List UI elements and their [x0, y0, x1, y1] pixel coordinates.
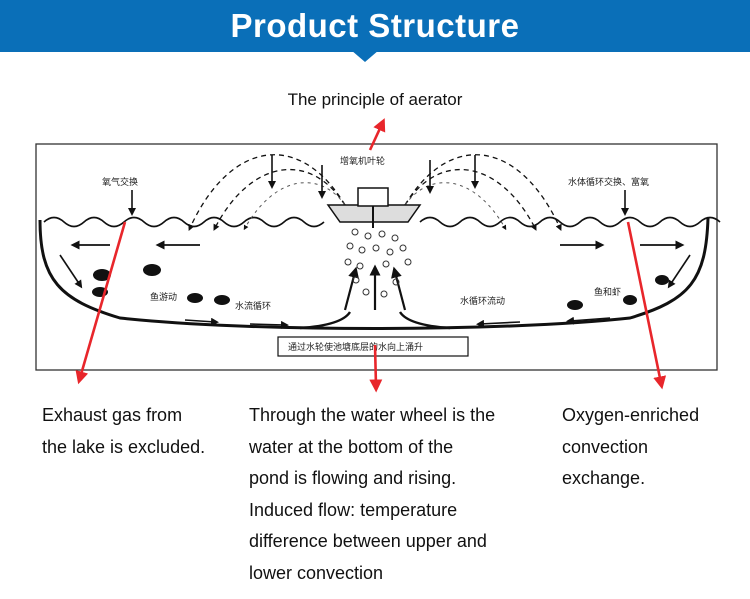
fish-6 — [567, 300, 583, 310]
spray-arc-left-mid — [213, 169, 346, 231]
fish-1 — [93, 269, 111, 281]
flow-arrow-bottom-left — [184, 317, 219, 326]
pointer-arrow-principle — [368, 118, 386, 151]
fish-4 — [187, 293, 203, 303]
title-banner — [0, 0, 750, 52]
caption-line: difference between upper and — [249, 531, 487, 551]
fish-5 — [214, 295, 230, 305]
caption-line: water at the bottom of the — [249, 436, 454, 457]
spray-arc-right-outer — [404, 154, 562, 231]
pointer-arrow-center — [369, 344, 383, 393]
caption-line: lower convection — [249, 562, 384, 583]
caption-water-wheel: Through the water wheel is the water at … — [249, 400, 539, 589]
bubble-column — [344, 228, 412, 298]
label-water-flow: 水循环流动 — [460, 295, 505, 307]
label-fish-swim: 鱼游动 — [150, 291, 177, 303]
spray-arc-right-inner — [404, 182, 507, 231]
label-water-circulation: 水流循环 — [235, 300, 271, 312]
caption-line: exchange. — [562, 468, 646, 488]
spray-arc-left-inner — [243, 182, 346, 231]
label-oxygen-exchange: 氧气交换 — [102, 176, 138, 188]
aerator-motor — [357, 187, 389, 207]
principle-label: The principle of aerator — [287, 90, 463, 109]
caption-line: Oxygen-enriched — [562, 405, 700, 425]
page-title: Product Structure — [230, 7, 520, 44]
caption-line: the lake is excluded. — [42, 436, 206, 457]
caption-line: Exhaust gas from — [42, 405, 183, 425]
label-bottom-box: 通过水轮使池塘底层的水向上涌升 — [288, 341, 423, 353]
water-surface-right — [419, 216, 721, 228]
flow-arrow-bottom-right — [476, 319, 521, 328]
fish-7 — [623, 295, 637, 305]
flow-arrow-bottom-left-2 — [249, 320, 289, 329]
flow-arrow-bottom-right-2 — [566, 316, 611, 325]
caption-line: pond is flowing and rising. — [249, 468, 457, 488]
spray-arc-left-outer — [188, 154, 346, 231]
water-surface — [43, 216, 325, 228]
caption-line: convection — [562, 436, 649, 457]
flow-arrow-rise-3 — [391, 266, 407, 311]
pond-basin — [38, 217, 710, 330]
caption-exhaust-gas: Exhaust gas from the lake is excluded. — [42, 400, 242, 463]
flow-arrow-side-right — [667, 254, 691, 289]
bottom-label-box — [277, 336, 469, 357]
shrimp-1 — [655, 275, 669, 285]
caption-oxygen-enriched: Oxygen-enriched convection exchange. — [562, 400, 742, 495]
flow-arrow-side-left — [59, 254, 83, 289]
label-fish-shrimp: 鱼和虾 — [594, 286, 621, 298]
label-impeller: 增氧机叶轮 — [340, 155, 385, 167]
fish-2 — [143, 264, 161, 276]
label-circulation-exchange: 水体循环交换、富氧 — [568, 176, 649, 188]
spray-arc-right-mid — [404, 169, 537, 231]
caption-line: Through the water wheel is the — [249, 405, 496, 425]
banner-notch — [351, 50, 379, 62]
caption-line: Induced flow: temperature — [249, 499, 458, 520]
bottom-flow-curve — [299, 311, 451, 330]
pointer-arrow-right — [626, 221, 667, 390]
pointer-arrow-left — [75, 221, 127, 385]
